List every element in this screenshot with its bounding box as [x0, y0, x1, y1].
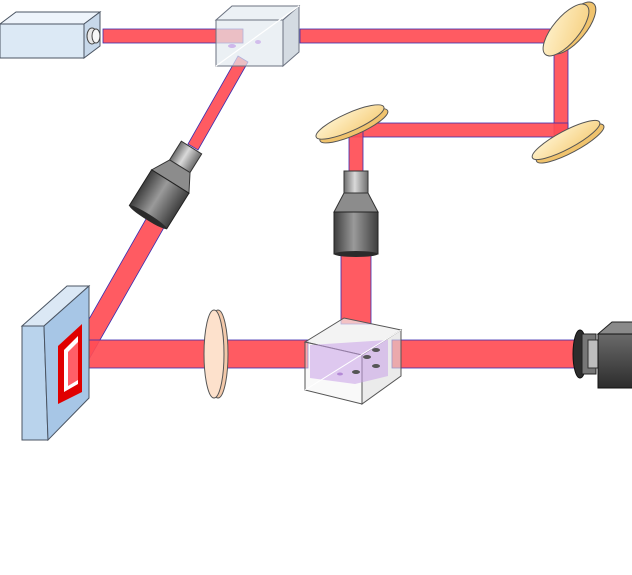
- laser-source: [0, 11, 102, 59]
- sample-particle: [372, 364, 380, 368]
- mirror-right-lower: [531, 119, 605, 164]
- objective-center: [333, 170, 379, 257]
- lens: [203, 309, 229, 399]
- sample-particle: [363, 355, 371, 359]
- beam-splitter-to-mirror: [299, 28, 563, 44]
- beam-objective-to-sample: [340, 253, 372, 325]
- beam-mirror-to-mirror: [348, 122, 569, 138]
- beam-slm-to-lens: [71, 339, 209, 369]
- mirror-middle: [315, 104, 389, 144]
- beam-splitter-to-objective: [187, 55, 249, 151]
- sample-particle: [337, 372, 343, 376]
- sample-cell: [303, 317, 403, 405]
- beam-lens-to-sample: [223, 339, 309, 369]
- beam-sample-to-camera: [391, 339, 577, 369]
- mirror-top-right: [542, 1, 597, 57]
- camera: [572, 321, 632, 389]
- objective-left: [128, 140, 203, 230]
- sample-particle: [372, 348, 380, 352]
- sample-particle: [352, 370, 360, 374]
- spatial-light-modulator: [20, 284, 91, 442]
- beam-splitter-top: [214, 4, 301, 68]
